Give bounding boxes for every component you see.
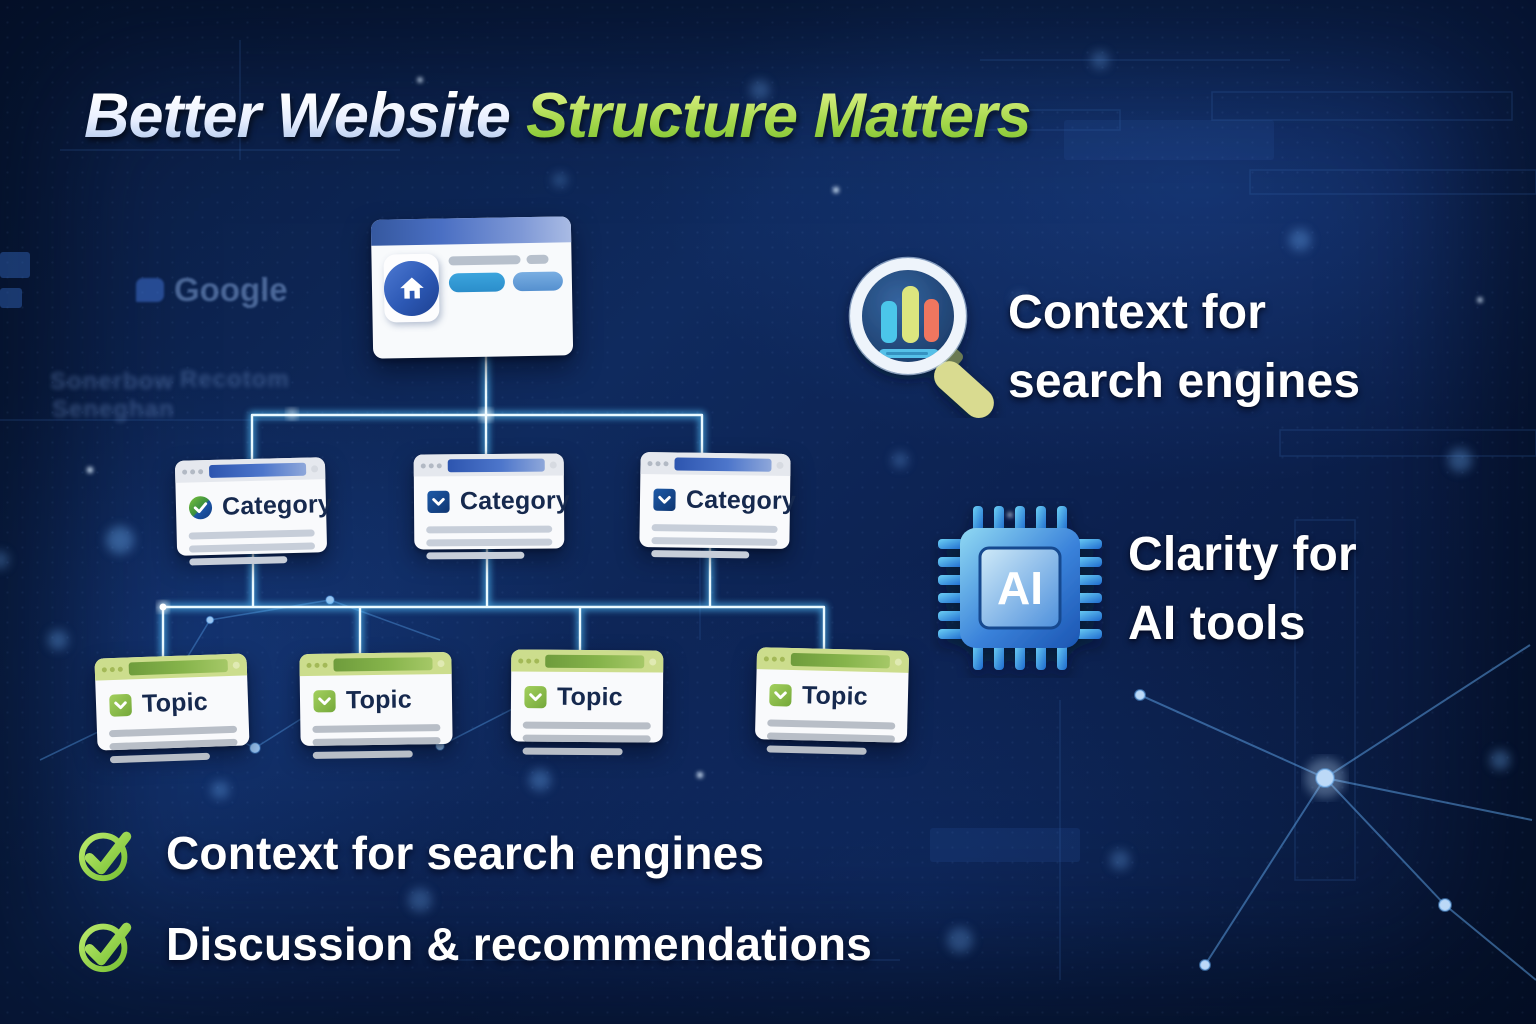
category-card: Category — [174, 457, 332, 566]
browser-header — [299, 651, 452, 677]
address-bar — [128, 658, 228, 675]
checklist-item: Context for search engines — [76, 822, 764, 884]
browser-header — [413, 453, 564, 477]
window-dots-icon — [101, 666, 107, 672]
category-label: Category — [459, 486, 571, 516]
topic-label: Topic — [556, 682, 623, 712]
ai-chip-label: AI — [997, 562, 1043, 614]
feature-ai-text: Clarity for AI tools — [1128, 520, 1357, 658]
browser-button-icon — [894, 658, 902, 666]
blue-button-skeleton — [448, 272, 506, 293]
home-icon — [383, 260, 440, 317]
browser-button-icon — [549, 461, 557, 469]
topic-label: Topic — [141, 687, 209, 719]
feature-line: AI tools — [1128, 597, 1306, 650]
search-analytics-icon — [848, 256, 994, 418]
browser-header — [511, 649, 664, 673]
topic-label: Topic — [345, 685, 413, 715]
window-dots-icon — [647, 460, 653, 466]
topic-skeleton-text — [108, 725, 238, 764]
address-bar — [545, 654, 645, 668]
homepage-card — [370, 216, 574, 359]
green-chevron-badge-icon — [313, 690, 336, 713]
feature-search-text: Context for search engines — [1008, 278, 1360, 416]
address-bar — [333, 656, 433, 672]
topic-label: Topic — [801, 681, 869, 711]
browser-header — [370, 216, 572, 246]
category-skeleton-text — [426, 525, 553, 560]
browser-button-icon — [437, 659, 445, 667]
browser-header — [94, 653, 248, 681]
address-bar — [790, 652, 890, 668]
window-dots-icon — [306, 662, 312, 668]
green-check-icon — [78, 922, 132, 973]
window-dots-icon — [182, 469, 188, 475]
topic-skeleton-text — [766, 719, 896, 755]
checklist-item: Discussion & recommendations — [76, 913, 872, 975]
chevron-square-badge-icon — [653, 488, 676, 511]
browser-button-icon — [232, 661, 240, 669]
chevron-square-badge-icon — [427, 490, 450, 513]
green-chevron-badge-icon — [109, 694, 132, 717]
check-circle-badge-icon — [188, 496, 213, 520]
feature-line: Context for — [1008, 286, 1267, 339]
green-check-icon — [78, 831, 132, 882]
category-skeleton-text — [188, 529, 316, 566]
green-chevron-badge-icon — [524, 686, 547, 709]
category-skeleton-text — [651, 524, 778, 559]
checklist-label: Discussion & recommendations — [166, 918, 872, 970]
category-label: Category — [221, 490, 333, 521]
title-part-green: Structure Matters — [525, 81, 1032, 151]
browser-header — [640, 451, 791, 477]
window-dots-icon — [518, 658, 524, 664]
category-label: Category — [685, 485, 797, 516]
browser-header — [756, 647, 910, 673]
window-dots-icon — [420, 462, 426, 468]
category-card: Category — [639, 451, 796, 559]
window-dots-icon — [763, 655, 769, 661]
topic-card: Topic — [94, 653, 250, 764]
feature-line: search engines — [1008, 355, 1361, 408]
checklist-label: Context for search engines — [166, 827, 765, 879]
address-bar — [208, 462, 307, 478]
address-bar — [674, 456, 772, 472]
browser-button-icon — [649, 657, 657, 665]
category-card: Category — [413, 453, 570, 560]
topic-skeleton-text — [312, 724, 441, 759]
ai-chip-icon: AI — [938, 506, 1102, 670]
home-tile — [383, 253, 440, 323]
homepage-skeleton-text — [448, 251, 564, 321]
browser-header — [174, 457, 326, 483]
green-chevron-badge-icon — [769, 684, 792, 707]
topic-card: Topic — [299, 651, 453, 759]
browser-button-icon — [776, 461, 784, 469]
address-bar — [447, 458, 545, 472]
browser-button-icon — [311, 464, 319, 473]
topic-card: Topic — [754, 647, 910, 755]
feature-line: Clarity for — [1128, 528, 1357, 581]
blue-button-skeleton — [512, 271, 564, 292]
topic-card: Topic — [510, 649, 664, 756]
title-part-white: Better Website — [84, 81, 526, 151]
topic-skeleton-text — [522, 721, 651, 756]
